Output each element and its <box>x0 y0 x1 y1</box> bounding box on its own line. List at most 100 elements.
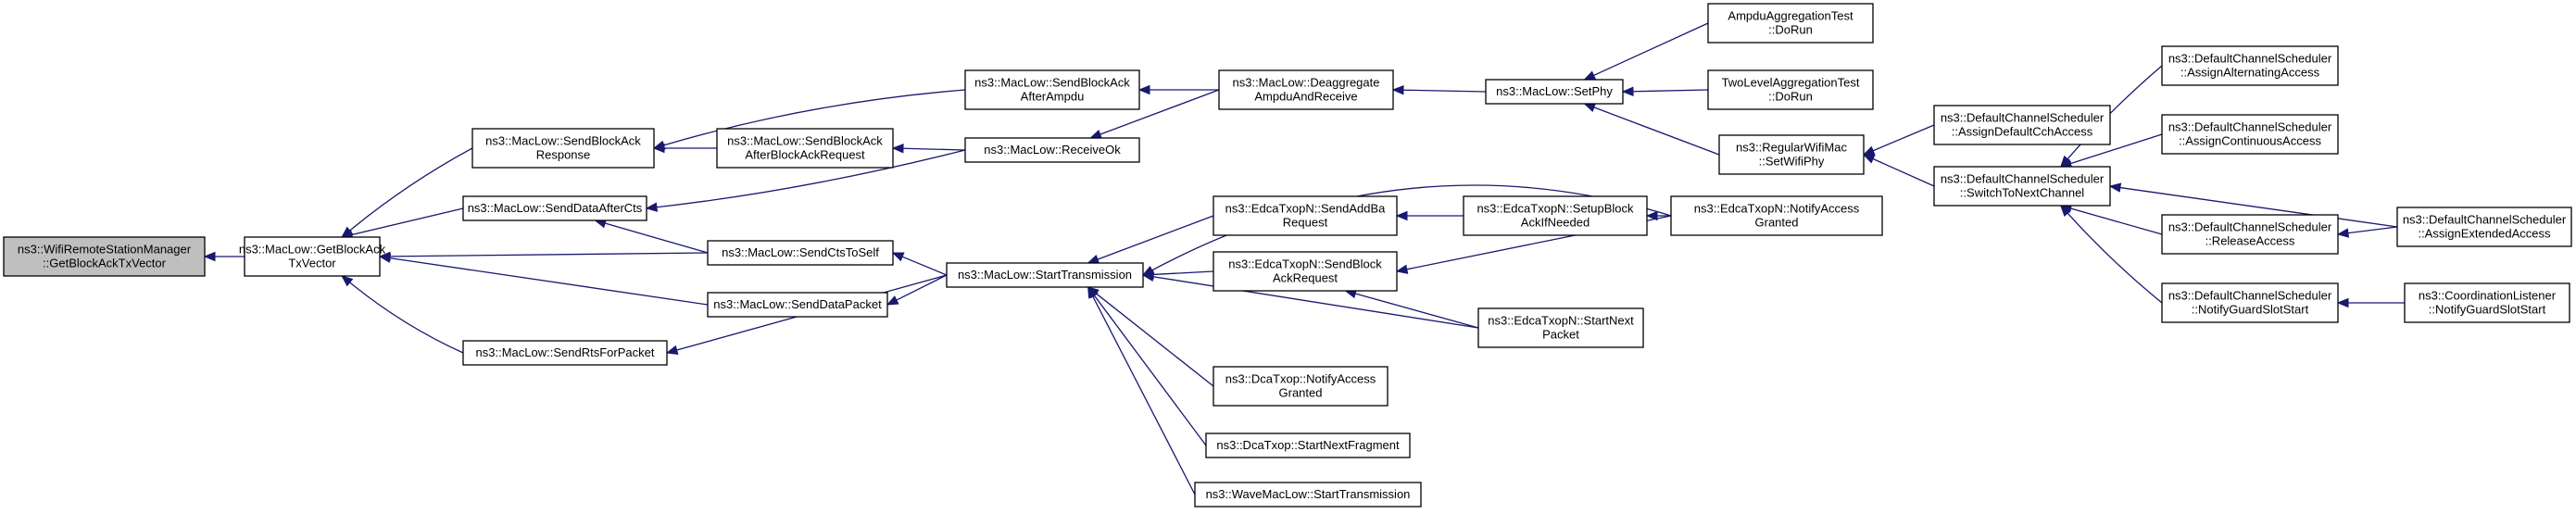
node-label-sendblockackafterbar-line-2: AfterBlockAckRequest <box>745 148 865 162</box>
node-label-assignextendedaccess-line-1: ns3::DefaultChannelScheduler <box>2403 213 2567 227</box>
node-box-starttransmission[interactable] <box>946 262 1144 288</box>
node-label-getblockacktxvector-line-1: ns3::MacLow::GetBlockAck <box>239 243 386 257</box>
node-box-setupblockackifneeded[interactable] <box>1463 195 1648 236</box>
edge-notifyguardslotstart-to-switchtonextchannel <box>2067 212 2163 304</box>
node-label-setupblockackifneeded-line-1: ns3::EdcaTxopN::SetupBlock <box>1476 202 1634 216</box>
node-box-sendblockackafterampdu[interactable] <box>964 69 1140 110</box>
node-box-sendctstoself[interactable] <box>707 240 894 266</box>
edge-sendctstoself-to-senddataafterects <box>604 222 709 254</box>
node-box-switchtonextchannel[interactable] <box>1933 166 2111 207</box>
node-box-assignalternatingaccess[interactable] <box>2161 45 2339 86</box>
node-sendrtsforpacket[interactable]: ns3::MacLow::SendRtsForPacket <box>462 340 668 366</box>
node-label-switchtonextchannel-line-2: ::SwitchToNextChannel <box>1960 186 2085 200</box>
node-label-sendaddbarequest-line-2: Request <box>1283 216 1328 230</box>
node-receiveok[interactable]: ns3::MacLow::ReceiveOk <box>964 137 1140 163</box>
node-box-assigncontinuousaccess[interactable] <box>2161 114 2339 155</box>
node-assigncontinuousaccess[interactable]: ns3::DefaultChannelScheduler::AssignCont… <box>2161 114 2339 155</box>
node-starttransmission[interactable]: ns3::MacLow::StartTransmission <box>946 262 1144 288</box>
node-box-root[interactable] <box>3 236 206 277</box>
edge-receiveok-to-senddataafterects <box>656 149 966 208</box>
node-label-edcanotifyaccessgranted-line-2: Granted <box>1755 216 1799 230</box>
node-box-releaseaccess[interactable] <box>2161 214 2339 255</box>
node-getblockacktxvector[interactable]: ns3::MacLow::GetBlockAckTxVector <box>239 236 386 277</box>
node-root[interactable]: ns3::WifiRemoteStationManager::GetBlockA… <box>3 236 206 277</box>
node-releaseaccess[interactable]: ns3::DefaultChannelScheduler::ReleaseAcc… <box>2161 214 2339 255</box>
node-label-assigndefaultcchaccess-line-1: ns3::DefaultChannelScheduler <box>1941 111 2105 125</box>
node-box-sendaddbarequest[interactable] <box>1213 195 1398 236</box>
node-label-sendblockackafterbar-line-1: ns3::MacLow::SendBlockAck <box>727 134 883 148</box>
node-box-assigndefaultcchaccess[interactable] <box>1933 105 2111 145</box>
node-box-sendblockackrequest[interactable] <box>1213 251 1398 292</box>
node-box-edcanotifyaccessgranted[interactable] <box>1670 195 1883 236</box>
node-sendctstoself[interactable]: ns3::MacLow::SendCtsToSelf <box>707 240 894 266</box>
arrowhead-sendblockackafterbar-to-sendblockackresponse <box>652 143 665 154</box>
node-box-dcanotifyaccessgranted[interactable] <box>1213 366 1389 407</box>
node-box-senddataafterects[interactable] <box>462 195 647 221</box>
node-box-twolevelaggregationtest[interactable] <box>1707 69 1874 110</box>
arrowhead-receiveok-to-senddataafterects <box>645 202 659 212</box>
node-sendblockackafterbar[interactable]: ns3::MacLow::SendBlockAckAfterBlockAckRe… <box>716 128 894 169</box>
arrowhead-ampduaggregationtest-to-setphy <box>1583 70 1597 81</box>
node-regularwifimac[interactable]: ns3::RegularWifiMac::SetWifiPhy <box>1718 134 1865 175</box>
node-box-edcastartnextpacket[interactable] <box>1477 307 1644 348</box>
node-label-receiveok-line-1: ns3::MacLow::ReceiveOk <box>984 143 1121 157</box>
node-assignextendedaccess[interactable]: ns3::DefaultChannelScheduler::AssignExte… <box>2396 207 2572 247</box>
node-label-dcastartnextfragment-line-1: ns3::DcaTxop::StartNextFragment <box>1216 438 1400 452</box>
node-box-deaggregate[interactable] <box>1218 69 1394 110</box>
node-box-ampduaggregationtest[interactable] <box>1707 3 1874 44</box>
node-box-sendrtsforpacket[interactable] <box>462 340 668 366</box>
node-box-getblockacktxvector[interactable] <box>244 236 381 277</box>
node-senddatapacket[interactable]: ns3::MacLow::SendDataPacket <box>707 292 888 318</box>
node-label-sendblockackafterampdu-line-2: AfterAmpdu <box>1021 90 1085 104</box>
node-label-edcastartnextpacket-line-2: Packet <box>1542 328 1579 342</box>
node-box-senddatapacket[interactable] <box>707 292 888 318</box>
node-switchtonextchannel[interactable]: ns3::DefaultChannelScheduler::SwitchToNe… <box>1933 166 2111 207</box>
edge-assignextendedaccess-to-releaseaccess <box>2347 226 2398 234</box>
node-box-receiveok[interactable] <box>964 137 1140 163</box>
node-box-sendblockackafterbar[interactable] <box>716 128 894 169</box>
node-assigndefaultcchaccess[interactable]: ns3::DefaultChannelScheduler::AssignDefa… <box>1933 105 2111 145</box>
node-box-assignextendedaccess[interactable] <box>2396 207 2572 247</box>
node-label-dcanotifyaccessgranted-line-1: ns3::DcaTxop::NotifyAccess <box>1225 372 1376 386</box>
arrowhead-coordinationlistener-to-notifyguardslotstart <box>2336 297 2349 308</box>
node-label-wavemaclowstarttransmission-line-1: ns3::WaveMacLow::StartTransmission <box>1206 487 1411 501</box>
node-assignalternatingaccess[interactable]: ns3::DefaultChannelScheduler::AssignAlte… <box>2161 45 2339 86</box>
node-dcastartnextfragment[interactable]: ns3::DcaTxop::StartNextFragment <box>1205 433 1411 458</box>
node-label-twolevelaggregationtest-line-1: TwoLevelAggregationTest <box>1722 76 1860 90</box>
edge-sendblockackrequest-to-starttransmission <box>1152 270 1214 276</box>
node-label-setphy-line-1: ns3::MacLow::SetPhy <box>1496 84 1613 98</box>
node-label-getblockacktxvector-line-2: TxVector <box>288 257 336 270</box>
edge-dcanotifyaccessgranted-to-starttransmission <box>1095 293 1214 387</box>
node-label-notifyguardslotstart-line-1: ns3::DefaultChannelScheduler <box>2168 289 2332 303</box>
node-box-coordinationlistener[interactable] <box>2404 282 2570 323</box>
node-coordinationlistener[interactable]: ns3::CoordinationListener::NotifyGuardSl… <box>2404 282 2570 323</box>
node-box-dcastartnextfragment[interactable] <box>1205 433 1411 458</box>
node-senddataafterects[interactable]: ns3::MacLow::SendDataAfterCts <box>462 195 647 221</box>
edge-assignextendedaccess-to-switchtonextchannel <box>2119 186 2398 228</box>
arrowhead-starttransmission-to-sendrtsforpacket <box>665 345 679 355</box>
node-label-sendblockackafterampdu-line-1: ns3::MacLow::SendBlockAck <box>974 76 1130 90</box>
node-label-assigncontinuousaccess-line-1: ns3::DefaultChannelScheduler <box>2168 120 2332 134</box>
node-box-wavemaclowstarttransmission[interactable] <box>1194 482 1422 508</box>
node-box-sendblockackresponse[interactable] <box>471 128 655 169</box>
node-label-coordinationlistener-line-2: ::NotifyGuardSlotStart <box>2429 303 2546 317</box>
node-wavemaclowstarttransmission[interactable]: ns3::WaveMacLow::StartTransmission <box>1194 482 1422 508</box>
node-setphy[interactable]: ns3::MacLow::SetPhy <box>1485 79 1624 105</box>
node-box-regularwifimac[interactable] <box>1718 134 1865 175</box>
node-ampduaggregationtest[interactable]: AmpduAggregationTest::DoRun <box>1707 3 1874 44</box>
node-label-assignalternatingaccess-line-1: ns3::DefaultChannelScheduler <box>2168 52 2332 66</box>
node-box-setphy[interactable] <box>1485 79 1624 105</box>
node-notifyguardslotstart[interactable]: ns3::DefaultChannelScheduler::NotifyGuar… <box>2161 282 2339 323</box>
node-twolevelaggregationtest[interactable]: TwoLevelAggregationTest::DoRun <box>1707 69 1874 110</box>
node-box-notifyguardslotstart[interactable] <box>2161 282 2339 323</box>
